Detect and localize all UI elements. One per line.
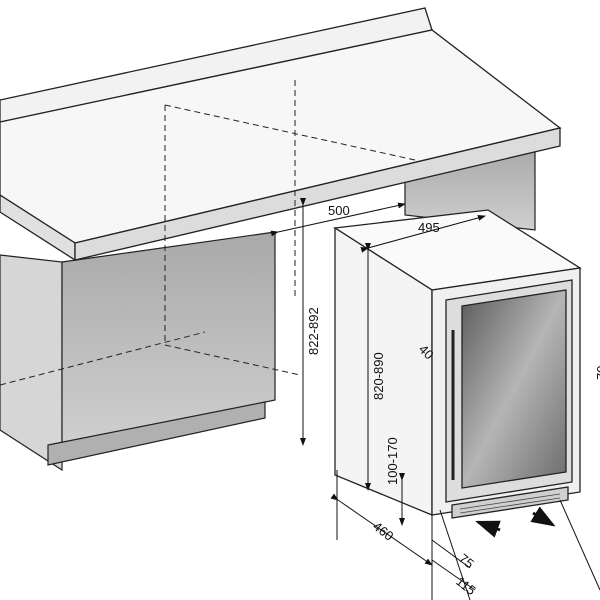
- vent-grille: [459, 493, 561, 514]
- dim-plinth-height: 100-170: [385, 437, 400, 485]
- dimension-lines: [270, 198, 600, 600]
- countertop: [0, 7, 562, 262]
- dim-appliance-depth: 495: [418, 220, 440, 235]
- dim-counter-depth: 500: [328, 203, 350, 218]
- air-inlet-arrow-icon: [475, 520, 501, 538]
- dim-appliance-height: 820-890: [371, 352, 386, 400]
- dim-base-depth: 460: [370, 519, 396, 544]
- air-outlet-arrow-icon: [530, 506, 556, 527]
- dim-door-width: 70: [594, 366, 600, 380]
- dim-niche-height: 822-892: [306, 307, 321, 355]
- niche-outline: [0, 80, 416, 386]
- left-cabinet: [0, 231, 276, 472]
